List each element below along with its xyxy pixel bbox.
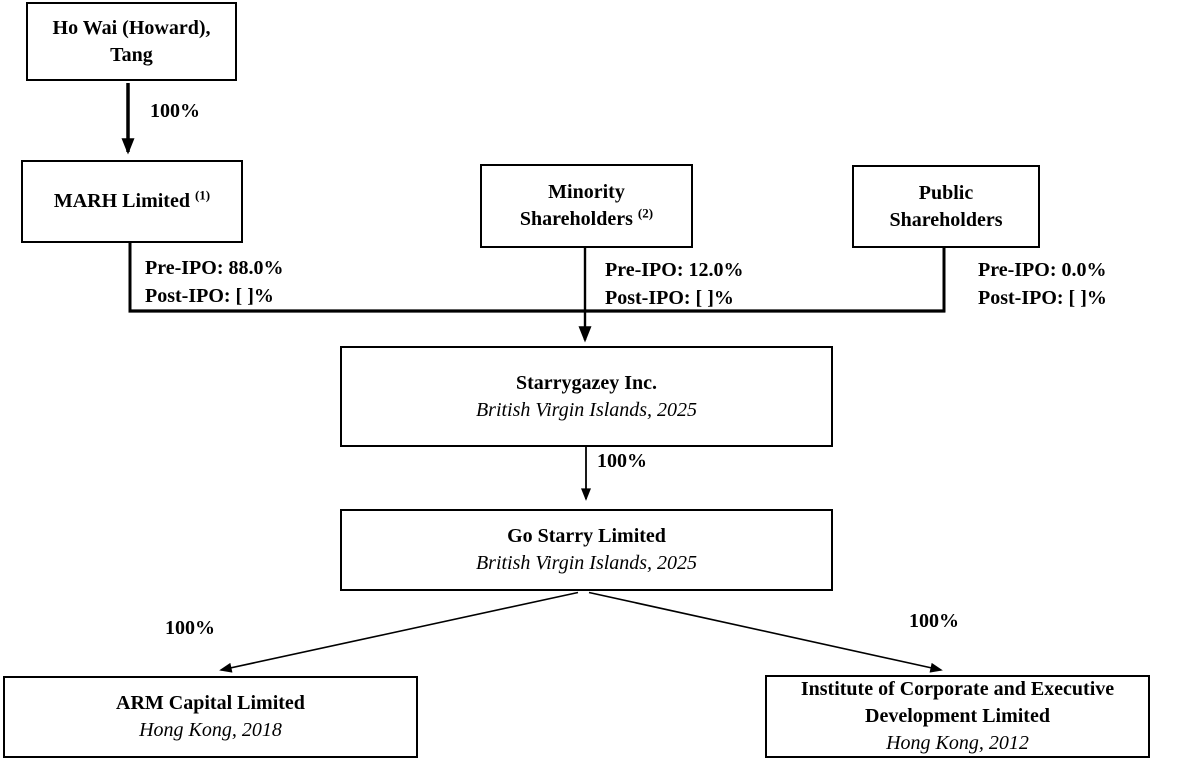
holding-post-ipo: Post-IPO: [ ]% [978,287,1107,309]
node-title: Starrygazey Inc. [515,371,658,394]
holding-pre-ipo: Pre-IPO: 12.0% [605,259,744,281]
arrow-gostarry-to-institute [588,591,943,673]
node-subtitle: British Virgin Islands, 2025 [475,552,698,574]
node-title-text: Minority Shareholders [519,181,633,230]
ownership-label-gostarry-institute: 100% [909,610,959,632]
holding-post-ipo: Post-IPO: [ ]% [145,285,274,307]
node-arm-capital: ARM Capital Limited Hong Kong, 2018 [3,676,418,758]
holding-pre-ipo: Pre-IPO: 88.0% [145,257,284,279]
node-go-starry: Go Starry Limited British Virgin Islands… [340,509,833,591]
ownership-label-starrygazey-gostarry: 100% [597,450,647,472]
node-subtitle: Hong Kong, 2012 [886,732,1029,754]
node-title: Institute of Corporate and Executive Dev… [800,678,1115,727]
node-minority-shareholders: Minority Shareholders (2) [480,164,693,248]
node-title: Ho Wai (Howard), Tang [52,16,211,66]
node-starrygazey: Starrygazey Inc. British Virgin Islands,… [340,346,833,447]
node-public-shareholders: Public Shareholders [852,165,1040,248]
node-subtitle: Hong Kong, 2018 [139,719,282,741]
ownership-label-gostarry-arm: 100% [165,617,215,639]
holdings-minority: Pre-IPO: 12.0% Post-IPO: [ ]% [605,256,744,312]
node-subtitle: British Virgin Islands, 2025 [475,398,698,421]
holdings-marh: Pre-IPO: 88.0% Post-IPO: [ ]% [145,254,284,310]
ownership-label-howard-marh: 100% [150,100,200,122]
holding-pre-ipo: Pre-IPO: 0.0% [978,259,1107,281]
footnote-marker: (1) [194,187,211,203]
node-howard: Ho Wai (Howard), Tang [26,2,237,81]
node-title-text: MARH Limited [53,190,190,212]
node-institute: Institute of Corporate and Executive Dev… [765,675,1150,758]
node-title: Go Starry Limited [507,525,666,547]
node-title: Public Shareholders [889,181,1003,231]
arrow-gostarry-to-arm [219,591,579,673]
holdings-public: Pre-IPO: 0.0% Post-IPO: [ ]% [978,256,1107,312]
node-title: ARM Capital Limited [116,692,305,714]
node-title: Minority Shareholders (2) [512,179,662,233]
node-marh: MARH Limited (1) [21,160,243,243]
node-title: MARH Limited (1) [54,188,210,215]
footnote-marker: (2) [637,205,654,221]
holding-post-ipo: Post-IPO: [ ]% [605,287,734,309]
